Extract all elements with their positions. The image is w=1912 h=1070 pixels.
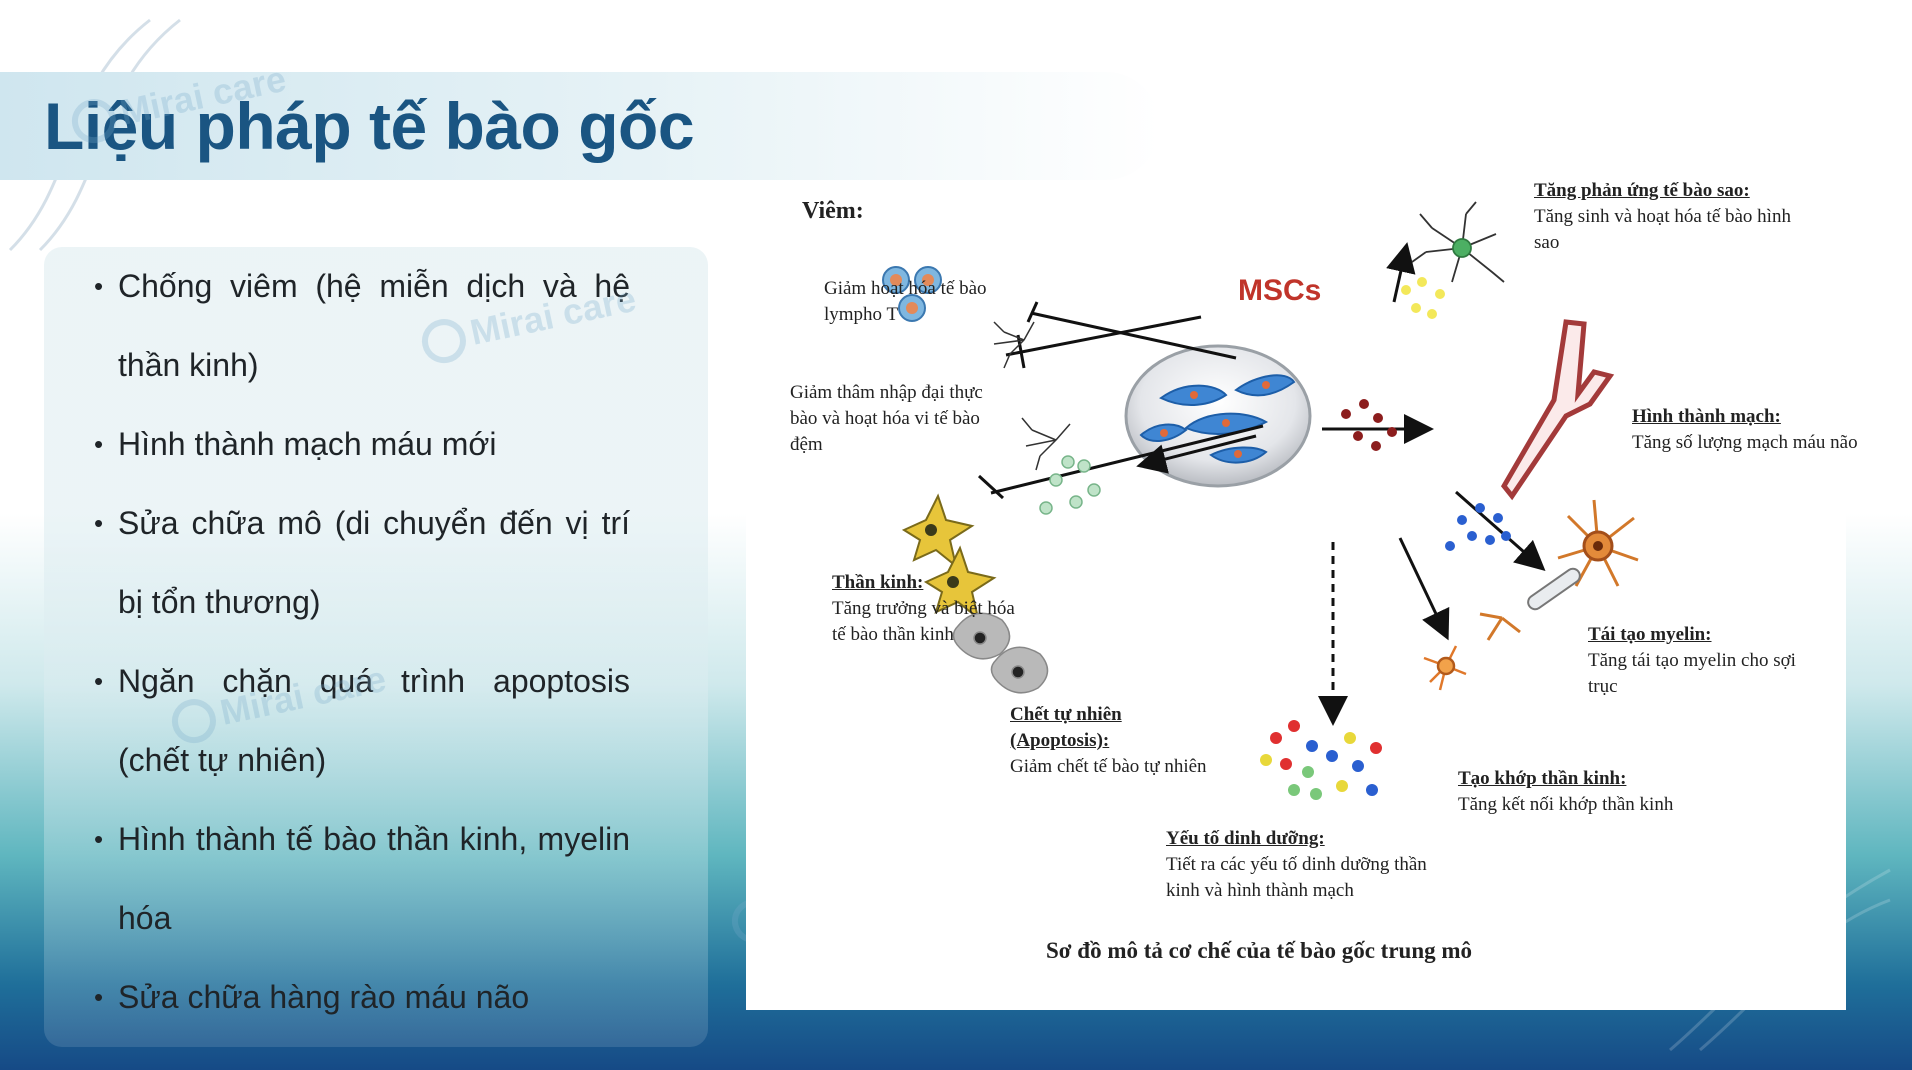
arrow-synapse	[1398, 537, 1450, 641]
list-item: Ngăn chặn quá trình apoptosis (chết tự n…	[94, 642, 630, 800]
apoptotic-cell-icon	[952, 612, 1049, 694]
inhibit-line-apoptosis	[990, 424, 1264, 495]
list-item: Hình thành mạch máu mới	[94, 405, 630, 484]
label-trophic: Yếu tố dinh dưỡng: Tiết ra các yếu tố di…	[1166, 828, 1427, 901]
inhibit-line-macro	[1005, 315, 1202, 357]
lymphocyte-icon	[882, 266, 942, 322]
list-item: Hình thành tế bào thần kinh, myelin hóa	[94, 800, 630, 958]
microglia-icon	[993, 321, 1071, 471]
page-title: Liệu pháp tế bào gốc	[44, 89, 695, 163]
astrocyte-icon	[1411, 201, 1505, 283]
myelin-axon-icon	[1479, 567, 1581, 641]
oligodendrocyte-icon	[1557, 499, 1639, 587]
label-macrophage: Giảm thâm nhập đại thực bào và hoạt hóa …	[790, 382, 983, 455]
trophic-factor-dots-icon	[1260, 720, 1382, 800]
label-neuro: Thần kinh: Tăng trưởng và biệt hóa tế bà…	[832, 572, 1015, 645]
list-item: Chống viêm (hệ miễn dịch và hệ thần kinh…	[94, 247, 630, 405]
blood-vessel-icon	[1500, 319, 1615, 501]
blue-dots-icon	[1445, 503, 1511, 551]
label-vessel: Hình thành mạch: Tăng số lượng mạch máu …	[1632, 406, 1858, 453]
green-dots-icon	[1039, 455, 1101, 515]
label-myelin: Tái tạo myelin: Tăng tái tạo myelin cho …	[1588, 624, 1796, 697]
label-synapse: Tạo khớp thần kinh: Tăng kết nối khớp th…	[1458, 768, 1674, 815]
bullet-list: Chống viêm (hệ miễn dịch và hệ thần kinh…	[94, 247, 630, 1037]
diagram-graphics	[882, 201, 1639, 800]
arrow-astro	[1386, 242, 1416, 303]
msc-mechanism-diagram: Viêm: MSCs Giảm hoạt hóa tế bào lympho T…	[746, 180, 1858, 1010]
label-apoptosis: Chết tự nhiên (Apoptosis): Giảm chết tế …	[1010, 704, 1207, 777]
neuron-cell-icon	[901, 493, 997, 621]
title-band	[0, 72, 1160, 180]
list-item: Sửa chữa mô (di chuyển đến vị trí bị tổn…	[94, 484, 630, 642]
inhibit-line-lympho	[1030, 311, 1237, 360]
arrow-myelin	[1455, 490, 1546, 571]
inflammation-heading: Viêm:	[802, 198, 864, 224]
label-astrocyte: Tăng phản ứng tế bào sao: Tăng sinh và h…	[1534, 180, 1791, 253]
list-item: Sửa chữa hàng rào máu não	[94, 958, 630, 1037]
label-lympho: Giảm hoạt hóa tế bào lympho T	[824, 278, 987, 325]
msc-label: MSCs	[1238, 274, 1322, 307]
yellow-dots-icon	[1401, 277, 1445, 319]
synapse-neuron-icon	[1423, 645, 1467, 691]
red-dots-icon	[1341, 399, 1397, 451]
diagram-caption: Sơ đồ mô tả cơ chế của tế bào gốc trung …	[1046, 938, 1473, 963]
arrow-neuro	[1136, 434, 1257, 474]
